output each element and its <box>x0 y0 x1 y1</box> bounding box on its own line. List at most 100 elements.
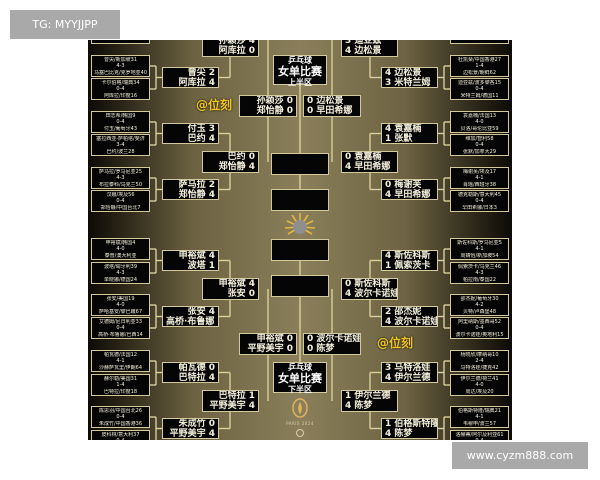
player-row: 巴特拉 1 <box>206 391 255 401</box>
player-row: 0 边松景 <box>307 96 357 106</box>
player-a: 波塔/匈牙利39 <box>103 263 138 270</box>
player-name: 伊尔兰德 <box>354 391 391 401</box>
player-a: 伯格斯特隆/瑞典21 <box>457 407 502 414</box>
credit-watermark-right: @位刻 <box>377 336 414 350</box>
credit-watermark-left: @位刻 <box>196 98 233 112</box>
semifinal-box-top-1 <box>271 153 329 175</box>
match-score: 1-4 <box>116 382 125 389</box>
player-score: 0 <box>307 106 314 116</box>
player-name: 巴约 <box>227 152 246 162</box>
player-score: 1 <box>385 418 392 429</box>
player-score: 1 <box>385 260 392 271</box>
player-name: 申裕斌 <box>256 334 284 344</box>
right-round1-match: 洛赫蒂/阿尔及利亚610-4 <box>450 430 509 440</box>
sport-label: 乒乓球 <box>288 363 312 372</box>
match-score: 0-4 <box>475 86 484 93</box>
match-score: 4-1 <box>475 414 484 421</box>
partial-box-top-right <box>450 40 509 44</box>
half-label: 上半区 <box>288 78 312 87</box>
player-name: 袁嘉楠 <box>354 152 382 162</box>
player-row: 2 邵杰妮 <box>385 307 434 317</box>
player-score: 0 <box>286 344 293 354</box>
player-name: 帕瓦德 <box>178 362 206 373</box>
player-a: 汉娜/埃及56 <box>106 191 135 198</box>
match-score: 0-4 <box>116 198 125 205</box>
player-score: 2 <box>218 317 219 327</box>
player-name: 阿库拉 <box>218 46 246 56</box>
player-a: 艾德姆/尼日利亚33 <box>98 318 143 325</box>
player-a: 张安/美国19 <box>106 295 135 302</box>
player-score: 4 <box>248 40 255 46</box>
player-row: 朱成竹 0 <box>166 419 215 429</box>
player-name: 郑怡静 <box>256 106 284 116</box>
event-label: 女单比赛 <box>278 65 322 78</box>
player-row: 0 梅谢芙 <box>385 180 434 190</box>
player-row: 巴约 0 <box>206 152 255 162</box>
player-name: 米特兰姆 <box>394 77 431 88</box>
player-b: 单晓娜/德国24 <box>103 276 138 283</box>
match-score: 1-4 <box>475 63 484 70</box>
player-name: 阿库拉 <box>178 77 206 88</box>
player-row: 萨马拉 2 <box>166 180 215 190</box>
player-row: 郑怡静 4 <box>166 190 215 200</box>
player-score: 0 <box>307 96 314 106</box>
match-score: 4-2 <box>475 302 484 309</box>
match-score: 2-4 <box>475 358 484 365</box>
player-b: 周达/埃及20 <box>465 388 494 395</box>
player-name: 早田希娜 <box>354 162 391 172</box>
player-b: 韦穆申/波兰57 <box>462 420 497 427</box>
player-score: 4 <box>345 46 352 56</box>
match-score: 4-3 <box>116 175 125 182</box>
player-name: 张安 <box>187 306 206 317</box>
player-score: 4 <box>248 279 255 289</box>
player-row: 4 陈梦 <box>385 429 434 439</box>
player-name: 边松景 <box>354 46 382 56</box>
player-name: 伯格斯特隆 <box>394 418 438 429</box>
player-row: 1 张默 <box>385 134 434 144</box>
player-row: 孙颖莎 4 <box>206 40 255 46</box>
player-b: 高桥·布鲁娜/巴西14 <box>98 331 143 338</box>
player-row: 郑怡静 0 <box>243 106 293 116</box>
player-name: 波尔卡诺娃 <box>354 289 398 299</box>
watermark-bottom-right: www.cyzm888.com <box>452 442 588 469</box>
player-a: 皮科林/意大利37 <box>101 431 140 438</box>
player-name: 斯佐科斯 <box>394 250 431 261</box>
player-row: 高桥·布鲁娜 2 <box>166 317 218 327</box>
match-score: 4-3 <box>475 270 484 277</box>
player-row: 阿库拉 4 <box>166 78 215 88</box>
player-row: 张安 0 <box>206 289 255 299</box>
match-score: 0-4 <box>92 438 149 440</box>
semifinal-box-top-2 <box>271 189 329 211</box>
player-a: 萨马拉/罗马尼亚25 <box>98 168 143 175</box>
player-b: 马塞巴比克/克罗地亚40 <box>93 69 148 76</box>
player-score: 2 <box>208 179 215 190</box>
player-row: 4 陈梦 <box>345 401 394 411</box>
player-row: 巴特拉 4 <box>166 373 215 383</box>
player-a: 陈思羽/中国台北26 <box>98 407 143 414</box>
player-score: 4 <box>345 401 352 411</box>
player-name: 朱成竹 <box>178 418 206 429</box>
player-row: 4 伊尔兰德 <box>385 373 434 383</box>
player-b: 肖瑶/西班牙38 <box>462 181 497 188</box>
player-a: 曾尖/新加坡31 <box>103 56 138 63</box>
match-score: 0-4 <box>116 119 125 126</box>
player-score: 4 <box>208 306 215 317</box>
player-row: 张安 4 <box>166 307 215 317</box>
player-row: 4 波尔卡诺娃 <box>345 289 397 299</box>
match-score: 3-4 <box>116 142 125 149</box>
match-score: 4-0 <box>116 246 125 253</box>
player-a: 赫尔勒/美国31 <box>103 375 138 382</box>
